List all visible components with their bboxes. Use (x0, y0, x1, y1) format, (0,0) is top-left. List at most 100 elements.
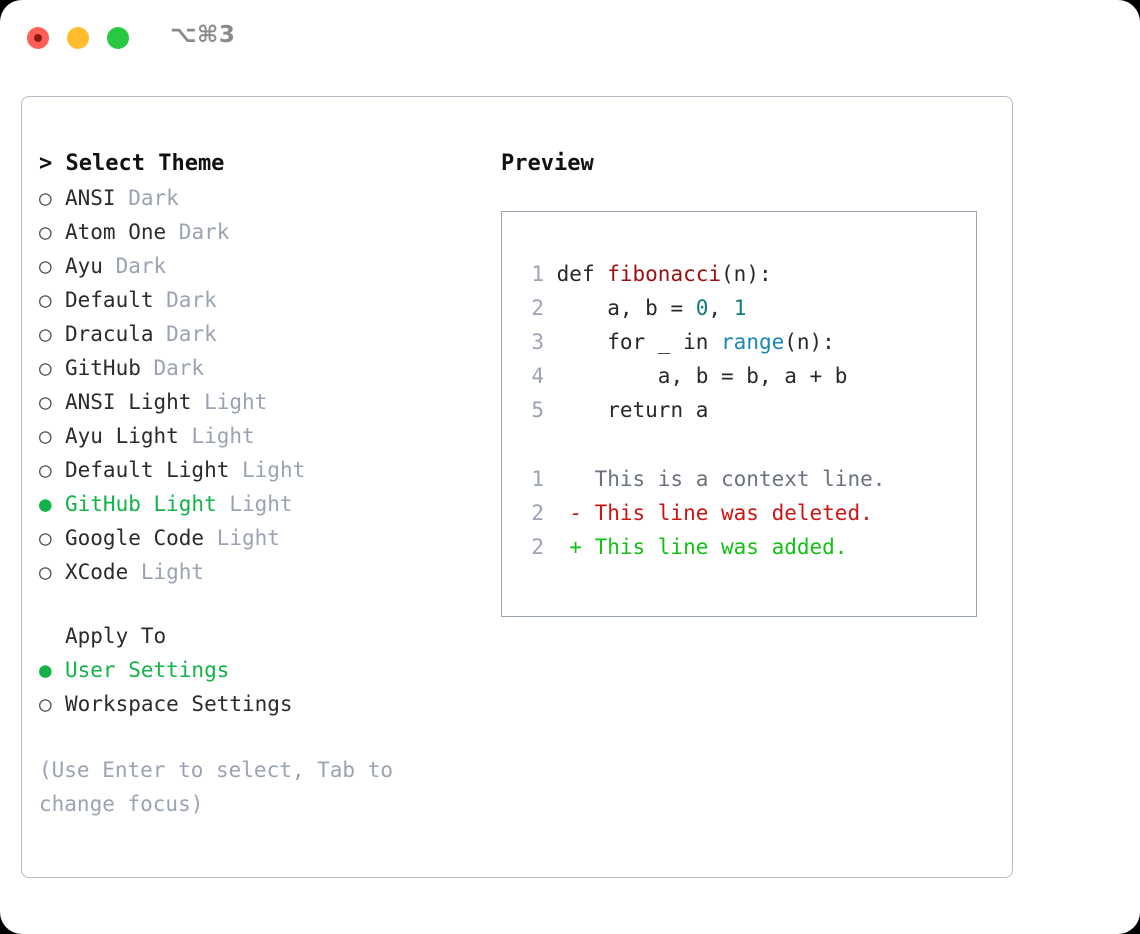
code-line: 4 a, b = b, a + b (520, 359, 847, 393)
diff-marker: - (544, 501, 595, 525)
radio-unselected-icon: ○ (39, 220, 52, 244)
theme-option-dracula[interactable]: ○Dracula Dark (39, 317, 479, 351)
theme-option-label: GitHub (65, 356, 141, 380)
apply-to-option-label: Workspace Settings (65, 692, 293, 716)
theme-option-xcode[interactable]: ○XCode Light (39, 555, 479, 589)
code-line: 3 for _ in range(n): (520, 325, 847, 359)
theme-option-variant: Light (204, 526, 280, 550)
close-icon (34, 34, 42, 42)
minimize-window-button[interactable] (67, 27, 89, 49)
line-number: 2 (531, 535, 544, 559)
diff-text: This is a context line. (594, 467, 886, 491)
line-number: 3 (531, 330, 544, 354)
apply-to-option-user-settings[interactable]: ●User Settings (39, 653, 479, 687)
content-panel: > Select Theme ○ANSI Dark○Atom One Dark○… (21, 96, 1013, 878)
radio-unselected-icon: ○ (39, 526, 52, 550)
theme-option-label: Ayu Light (65, 424, 179, 448)
radio-unselected-icon: ○ (39, 424, 52, 448)
maximize-window-button[interactable] (107, 27, 129, 49)
window-title: ⌥⌘3 (170, 22, 236, 48)
theme-option-label: Default (65, 288, 154, 312)
radio-selected-icon: ● (39, 492, 52, 516)
code-token-plain: , (708, 296, 734, 320)
theme-picker-header: > Select Theme (39, 151, 225, 176)
diff-marker: + (544, 535, 595, 559)
radio-unselected-icon: ○ (39, 390, 52, 414)
line-number: 1 (531, 467, 544, 491)
diff-sample: 1 This is a context line. 2 - This line w… (520, 462, 885, 564)
keyboard-hint-text: (Use Enter to select, Tab to change focu… (39, 758, 406, 816)
theme-option-list: ○ ANSI Dark ○ Atom One Dark ○ Ayu Dark ○ Defaul… (39, 181, 479, 589)
theme-option-default[interactable]: ○ Default Dark (39, 283, 479, 317)
theme-option-variant: Dark (153, 288, 217, 312)
preview-header: Preview (501, 151, 594, 176)
code-token-num: 1 (733, 296, 747, 320)
theme-option-label: Atom One (65, 220, 167, 244)
radio-unselected-icon: ○ (39, 692, 52, 716)
line-number: 2 (531, 501, 544, 525)
radio-unselected-icon: ○ (39, 186, 52, 210)
gutter-gap (544, 296, 557, 320)
theme-option-label: Google Code (65, 526, 205, 550)
theme-option-ayu-light[interactable]: ○Ayu Light Light (39, 419, 479, 453)
code-token-num: 0 (695, 296, 709, 320)
radio-unselected-icon: ○ (39, 254, 52, 278)
line-number: 5 (531, 398, 544, 422)
theme-option-ansi-light[interactable]: ○ ANSI Light Light (39, 385, 479, 419)
code-token-plain: a, b = b, a + b (556, 364, 848, 388)
radio-selected-icon: ● (39, 658, 52, 682)
theme-option-github-light[interactable]: ●GitHub Light Light (39, 487, 479, 521)
code-token-plain: a, b = (556, 296, 696, 320)
theme-option-label: Default Light (65, 458, 230, 482)
preview-column: Preview 1 def fibonacci(n):2 a, b = 0, 1… (501, 147, 991, 617)
gutter-gap (544, 262, 557, 286)
apply-to-section: Apply To ●User Settings ○ Workspace Settin… (39, 619, 479, 721)
line-number: 2 (531, 296, 544, 320)
theme-option-variant: Dark (153, 322, 217, 346)
theme-option-atom-one[interactable]: ○ Atom One Dark (39, 215, 479, 249)
theme-option-ansi[interactable]: ○ ANSI Dark (39, 181, 479, 215)
gutter-gap (544, 398, 557, 422)
code-line: 2 a, b = 0, 1 (520, 291, 847, 325)
theme-option-variant: Dark (115, 186, 179, 210)
line-number: 1 (531, 262, 544, 286)
apply-to-option-workspace-settings[interactable]: ○ Workspace Settings (39, 687, 479, 721)
apply-to-option-list: ●User Settings ○ Workspace Settings (39, 653, 479, 721)
theme-option-variant: Dark (166, 220, 230, 244)
gutter-gap (544, 364, 557, 388)
radio-unselected-icon: ○ (39, 288, 52, 312)
theme-option-label: ANSI (65, 186, 116, 210)
theme-option-ayu[interactable]: ○ Ayu Dark (39, 249, 479, 283)
code-token-kw: def (556, 262, 608, 286)
code-token-plain: return a (556, 398, 709, 422)
diff-line: 2 + This line was added. (520, 530, 885, 564)
theme-option-label: Ayu (65, 254, 103, 278)
code-line: 1 def fibonacci(n): (520, 257, 847, 291)
theme-option-google-code[interactable]: ○ Google Code Light (39, 521, 479, 555)
diff-marker (544, 467, 595, 491)
theme-option-variant: Dark (140, 356, 205, 380)
theme-option-label: GitHub Light (65, 492, 217, 516)
theme-option-github[interactable]: ○GitHub Dark (39, 351, 479, 385)
theme-option-label: ANSI Light (65, 390, 192, 414)
code-token-builtin: range (721, 330, 785, 354)
line-number: 4 (531, 364, 544, 388)
code-token-plain: (n): (784, 330, 835, 354)
radio-unselected-icon: ○ (39, 458, 52, 482)
diff-text: This line was added. (594, 535, 848, 559)
diff-text: This line was deleted. (594, 501, 873, 525)
theme-option-variant: Light (191, 390, 268, 414)
code-token-plain: for _ in (556, 330, 722, 354)
theme-option-variant: Dark (102, 254, 167, 278)
theme-option-label: Dracula (65, 322, 154, 346)
code-token-plain: (n): (721, 262, 772, 286)
theme-option-default-light[interactable]: ○ Default Light Light (39, 453, 479, 487)
window-titlebar: ⌥⌘3 (0, 0, 1140, 76)
apply-to-header: Apply To (65, 624, 167, 648)
theme-option-variant: Light (229, 458, 306, 482)
radio-unselected-icon: ○ (39, 560, 52, 584)
diff-line: 2 - This line was deleted. (520, 496, 885, 530)
